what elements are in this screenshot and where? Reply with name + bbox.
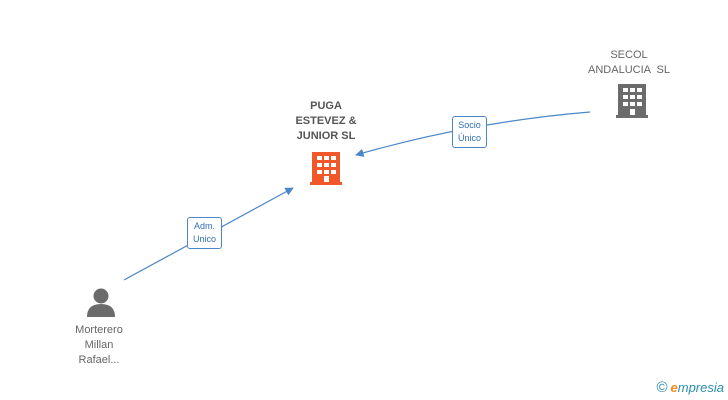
edge-socio-tag-line: Socio bbox=[458, 120, 481, 130]
brand-watermark: ©empresia bbox=[656, 379, 724, 396]
main-company-label-line: ESTEVEZ & bbox=[295, 115, 357, 127]
brand-first-letter: e bbox=[670, 380, 678, 395]
main-company-label-line: PUGA bbox=[310, 100, 342, 112]
edge-socio-tag[interactable]: Socio Único bbox=[452, 116, 488, 148]
person-label-line: Rafael... bbox=[78, 354, 120, 366]
building-icon[interactable] bbox=[310, 152, 342, 185]
edge-socio-tag-line: Único bbox=[458, 133, 482, 143]
main-company-label[interactable]: PUGA ESTEVEZ & JUNIOR SL bbox=[266, 99, 386, 144]
person-label[interactable]: Morterero Millan Rafael... bbox=[49, 323, 149, 368]
edge-adm-tag-line: Unico bbox=[193, 234, 217, 244]
secol-label[interactable]: SECOL ANDALUCIA SL bbox=[569, 48, 689, 78]
secol-label-line: ANDALUCIA SL bbox=[588, 64, 670, 76]
secol-label-line: SECOL bbox=[610, 49, 648, 61]
person-label-line: Morterero bbox=[75, 324, 123, 336]
main-company-label-line: JUNIOR SL bbox=[296, 130, 356, 142]
brand-name: mpresia bbox=[677, 380, 724, 395]
building-icon[interactable] bbox=[616, 84, 648, 118]
copyright-icon: © bbox=[656, 379, 668, 396]
person-label-line: Millan bbox=[84, 339, 114, 351]
edge-adm-tag-line: Adm. bbox=[194, 221, 216, 231]
edge-adm-tag[interactable]: Adm. Unico bbox=[187, 217, 223, 249]
person-icon[interactable] bbox=[87, 288, 115, 318]
